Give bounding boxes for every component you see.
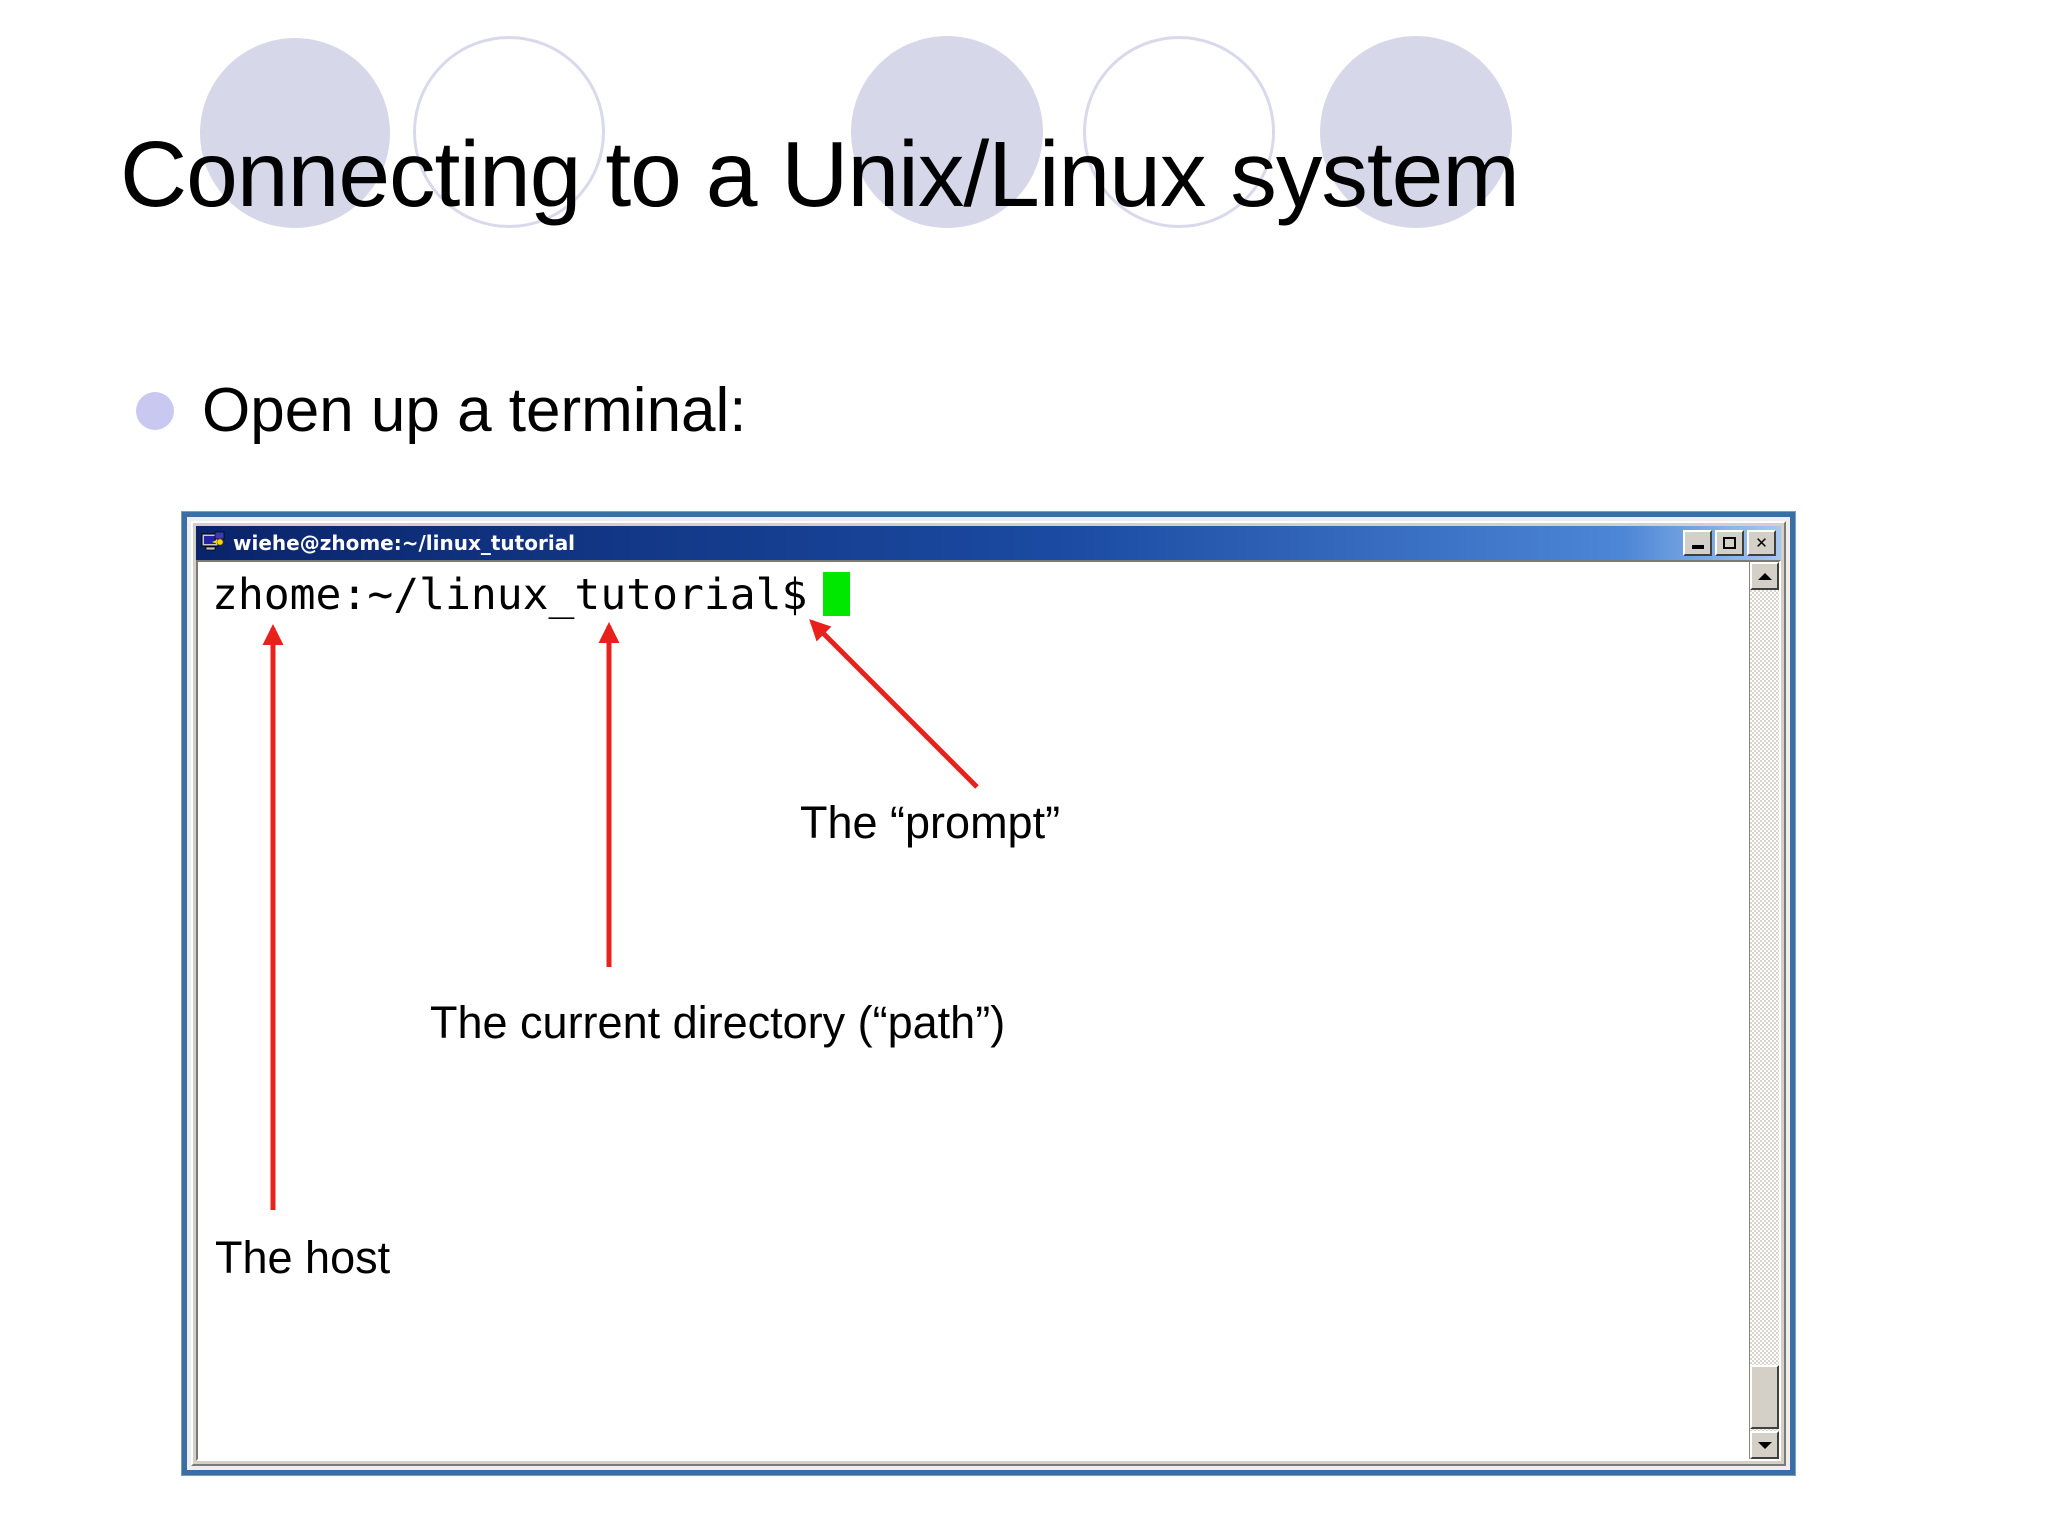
annotation-path-label: The current directory (“path”) [430, 997, 1006, 1048]
bullet-item-label: Open up a terminal: [202, 376, 747, 445]
scroll-up-button[interactable] [1750, 562, 1779, 590]
terminal-scrollbar[interactable] [1749, 562, 1779, 1459]
bullet-item: Open up a terminal: [136, 380, 747, 442]
minimize-button[interactable] [1683, 530, 1712, 556]
annotation-prompt-label: The “prompt” [800, 797, 1061, 848]
terminal-titlebar[interactable]: wiehe@zhome:~/linux_tutorial ✕ [196, 526, 1781, 560]
minimize-icon [1691, 545, 1704, 549]
computer-icon [201, 530, 227, 556]
bullet-dot-icon [136, 392, 174, 430]
terminal-window[interactable]: wiehe@zhome:~/linux_tutorial ✕ zhome:~/l… [182, 512, 1795, 1475]
slide-title: Connecting to a Unix/Linux system [120, 122, 1520, 226]
maximize-icon [1723, 537, 1736, 549]
scrollbar-thumb[interactable] [1750, 1365, 1779, 1429]
scroll-down-icon [1757, 1441, 1772, 1449]
maximize-button[interactable] [1715, 530, 1744, 556]
close-button[interactable]: ✕ [1747, 530, 1776, 556]
window-controls: ✕ [1683, 530, 1776, 556]
close-icon: ✕ [1755, 533, 1768, 552]
scroll-down-button[interactable] [1750, 1431, 1779, 1459]
terminal-prompt-text: zhome:~/linux_tutorial$ [212, 570, 808, 620]
terminal-prompt-line: zhome:~/linux_tutorial$ [212, 570, 851, 620]
terminal-window-frame: wiehe@zhome:~/linux_tutorial ✕ zhome:~/l… [191, 521, 1786, 1466]
terminal-cursor [823, 572, 851, 616]
scroll-up-icon [1757, 572, 1772, 580]
terminal-title-text: wiehe@zhome:~/linux_tutorial [233, 531, 576, 555]
annotation-host-label: The host [215, 1232, 391, 1283]
